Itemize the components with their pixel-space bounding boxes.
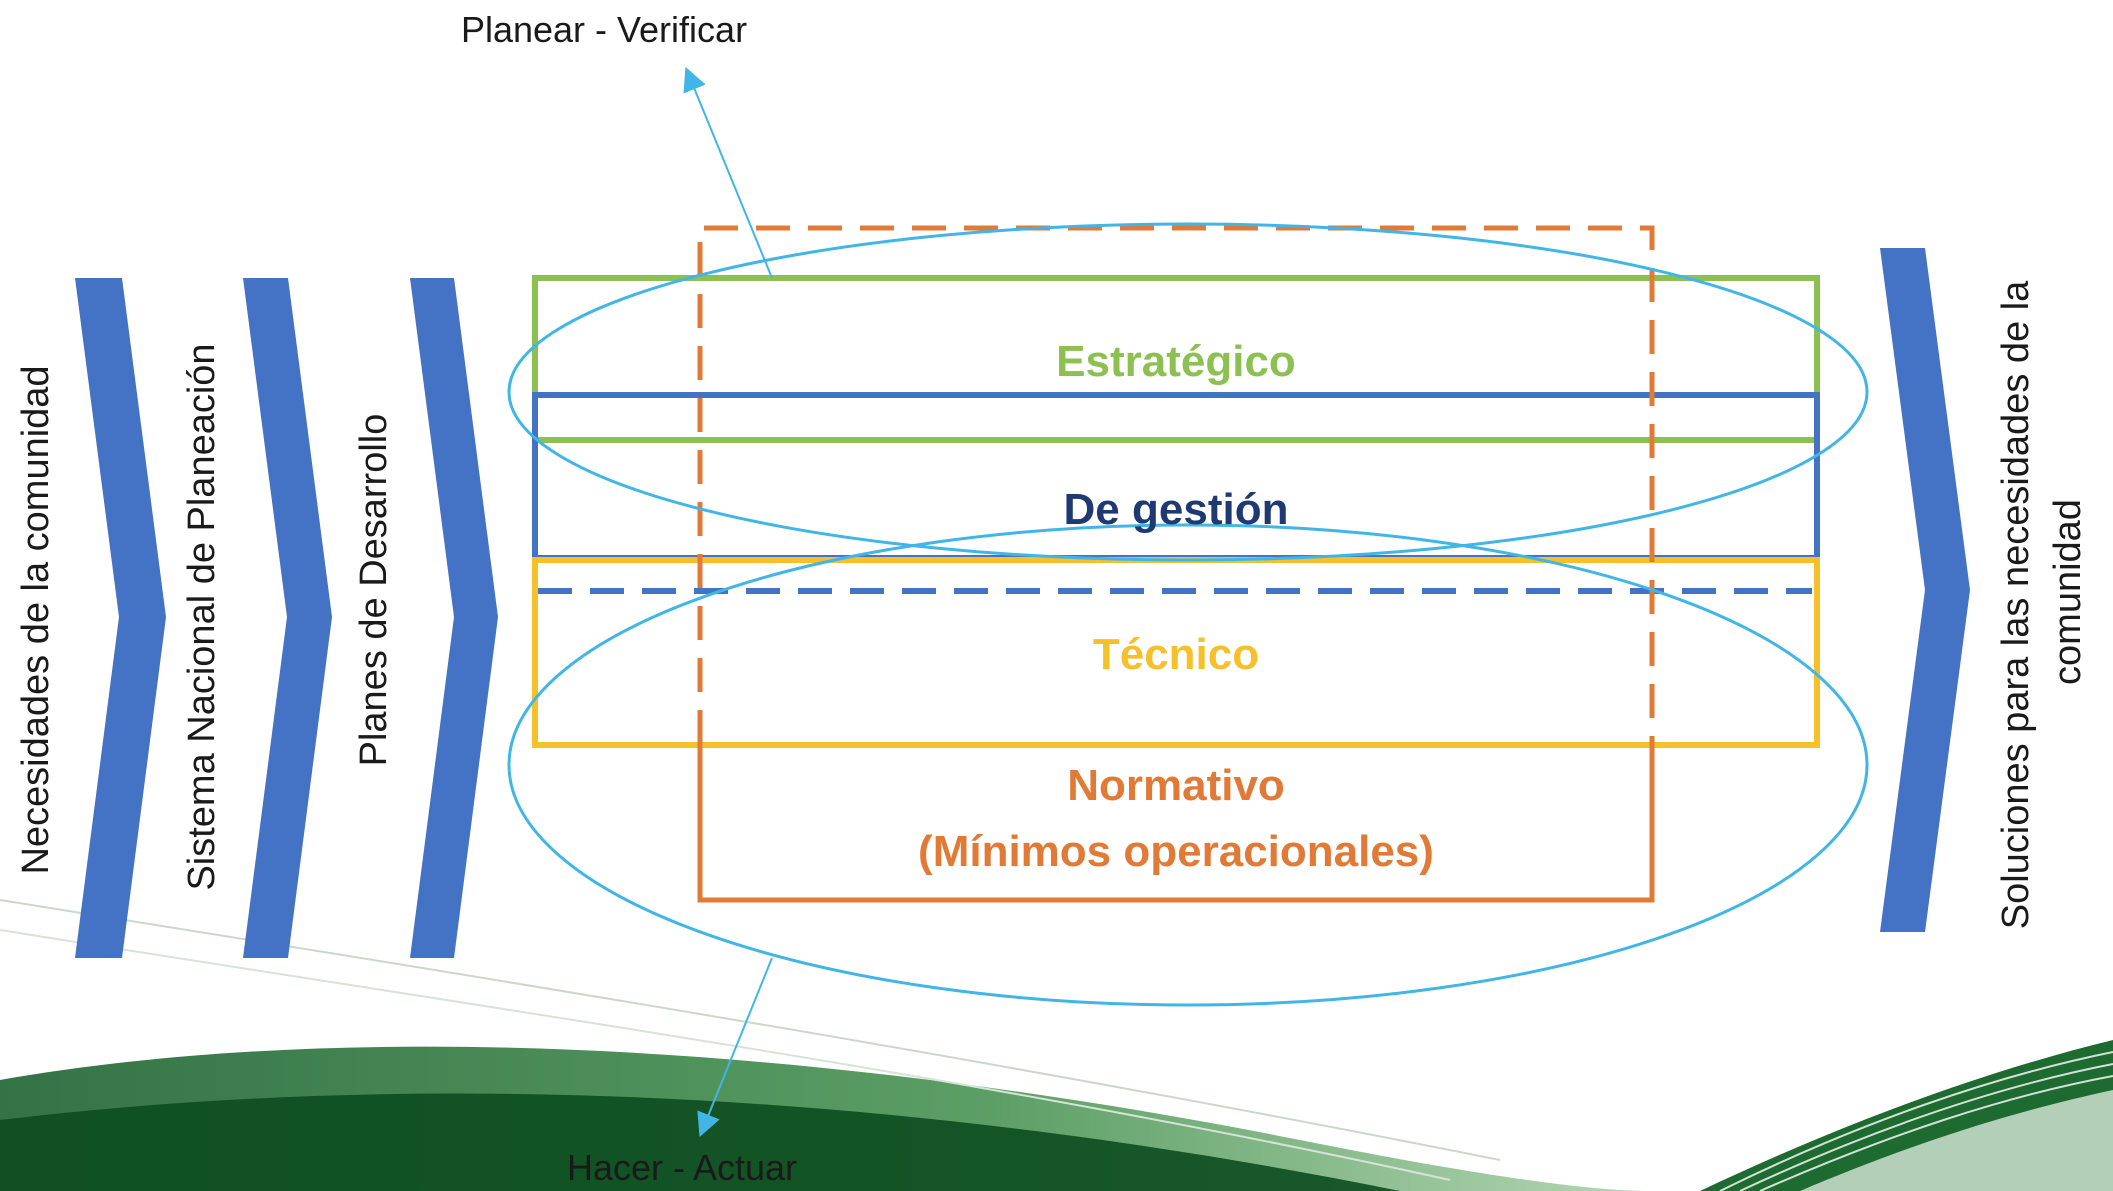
- label-soluciones-line2: comunidad: [2047, 499, 2089, 685]
- background-wave: [0, 899, 2113, 1191]
- chevron-planes: [410, 278, 498, 958]
- label-de-gestion: De gestión: [1064, 485, 1289, 534]
- arrow-to-hacer: [697, 957, 773, 1138]
- ellipse-planear-verificar: [507, 222, 1869, 562]
- label-planear-verificar: Planear - Verificar: [461, 9, 747, 50]
- chevron-sistema-nacional: [243, 278, 332, 958]
- label-normativo: Normativo: [1067, 761, 1285, 810]
- normativo-solid-frame: [697, 742, 1655, 903]
- arrow-to-planear: [683, 66, 773, 279]
- label-hacer-actuar: Hacer - Actuar: [567, 1147, 797, 1188]
- label-minimos-operacionales: (Mínimos operacionales): [918, 827, 1434, 876]
- label-necesidades: Necesidades de la comunidad: [15, 365, 57, 874]
- normativo-dashed-frame: [697, 225, 1655, 900]
- label-sistema-nacional: Sistema Nacional de Planeación: [181, 343, 223, 890]
- ellipse-hacer-actuar: [507, 523, 1869, 1007]
- label-estrategico: Estratégico: [1056, 337, 1296, 386]
- label-soluciones-line1: Soluciones para las necesidades de la: [1995, 280, 2037, 929]
- label-planes-desarrollo: Planes de Desarrollo: [353, 414, 395, 767]
- label-tecnico: Técnico: [1093, 630, 1259, 679]
- chevron-soluciones: [1880, 248, 1970, 932]
- chevron-necesidades: [75, 278, 166, 958]
